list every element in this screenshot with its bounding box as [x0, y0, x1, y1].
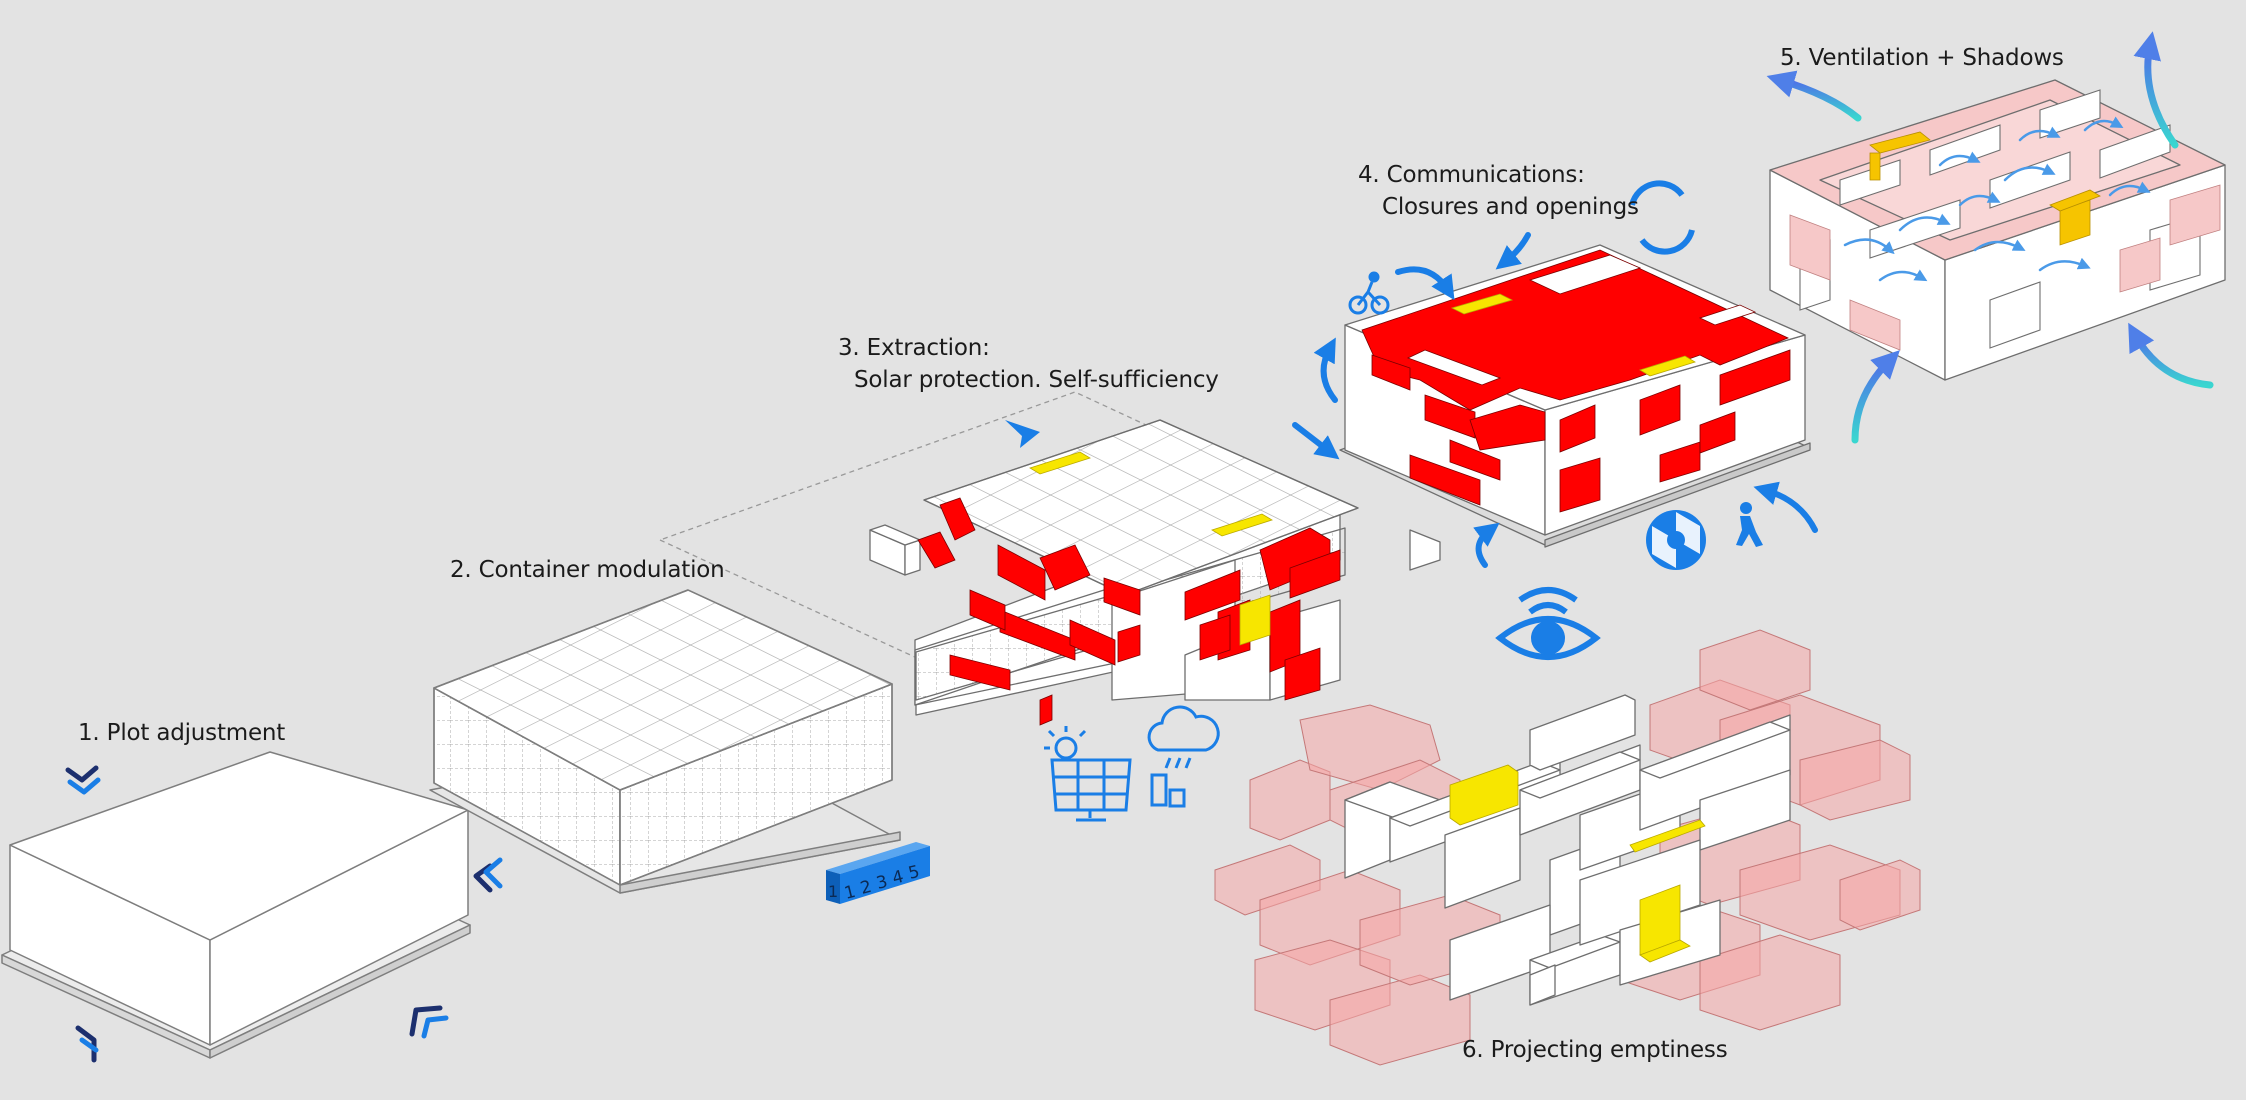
emptiness-void-volumes: [1214, 629, 1921, 1066]
counter-digit: 1: [842, 882, 857, 904]
pedestrian-icon: [1736, 502, 1763, 547]
step-4-label-line1: 4. Communications:: [1358, 162, 1585, 188]
airflow-arrows-external: [1766, 31, 2214, 444]
rain-cloud-icon: [1147, 705, 1220, 808]
step-2-label: 2. Container modulation: [450, 557, 725, 583]
step-3-label-line2: Solar protection. Self-sufficiency: [854, 367, 1219, 393]
ventilation-yellow-modules: [1869, 131, 2101, 246]
counter-digit: 2: [858, 877, 873, 899]
counter-digit: 1: [828, 882, 838, 901]
plot-volume: [1, 751, 471, 1059]
counter-digit: 4: [890, 867, 905, 889]
ventilation-shadow-panels: [1789, 184, 2221, 351]
step-3-label-line1: 3. Extraction:: [838, 335, 990, 361]
eye-icon: [1495, 587, 1601, 660]
step-1-label: 1. Plot adjustment: [78, 720, 286, 746]
step-5-label: 5. Ventilation + Shadows: [1780, 45, 2064, 71]
paper-plane-icon: [1005, 420, 1040, 448]
communications-yellow-modules: [1450, 293, 1696, 377]
ventilation-inner-walls: [1799, 89, 2201, 349]
module-counter: 1 1 2 3 4 5: [826, 842, 930, 904]
extraction-yellow-modules: [1029, 451, 1273, 646]
step-4-label-line2: Closures and openings: [1382, 194, 1639, 220]
bicycle-icon: [1348, 271, 1390, 315]
emptiness-yellow-modules: [1449, 764, 1706, 963]
emptiness-core-volume: [1344, 694, 1791, 1006]
communication-arrows: [1292, 232, 1818, 568]
container-volume: [429, 589, 901, 894]
step-6-label: 6. Projecting emptiness: [1462, 1037, 1728, 1063]
wind-chevrons-icon: [65, 765, 503, 1063]
communications-openings: [1406, 254, 1757, 386]
solar-panel-icon: [1044, 726, 1132, 822]
camera-aperture-icon: [1646, 510, 1706, 570]
airflow-arrow-icon: [1843, 116, 2151, 282]
counter-digit: 5: [906, 862, 921, 884]
cycle-arrows-icon: [1629, 180, 1695, 255]
extraction-red-modules: [917, 497, 1341, 726]
counter-digit: 3: [874, 872, 889, 894]
